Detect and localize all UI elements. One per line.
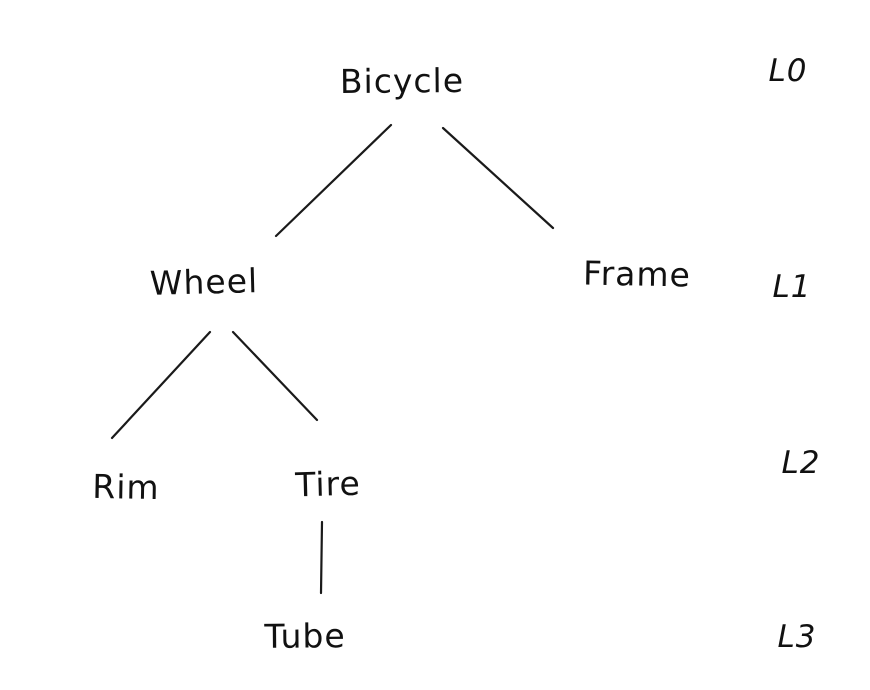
edge-tire-tube <box>319 520 324 595</box>
edge-wheel-rim <box>110 330 212 440</box>
edge-bicycle-frame <box>441 126 555 230</box>
edge-bicycle-wheel <box>274 123 393 238</box>
level-label-l1: L1 <box>772 269 812 305</box>
node-rim: Rim <box>92 466 160 508</box>
level-label-l3: L3 <box>777 619 817 655</box>
node-bicycle: Bicycle <box>339 60 465 102</box>
edge-wheel-tire <box>231 330 319 422</box>
level-label-l0: L0 <box>768 53 808 89</box>
node-frame: Frame <box>582 253 692 295</box>
node-wheel: Wheel <box>149 261 259 303</box>
node-tire: Tire <box>294 463 362 505</box>
node-tube: Tube <box>264 616 346 656</box>
level-label-l2: L2 <box>781 445 821 481</box>
